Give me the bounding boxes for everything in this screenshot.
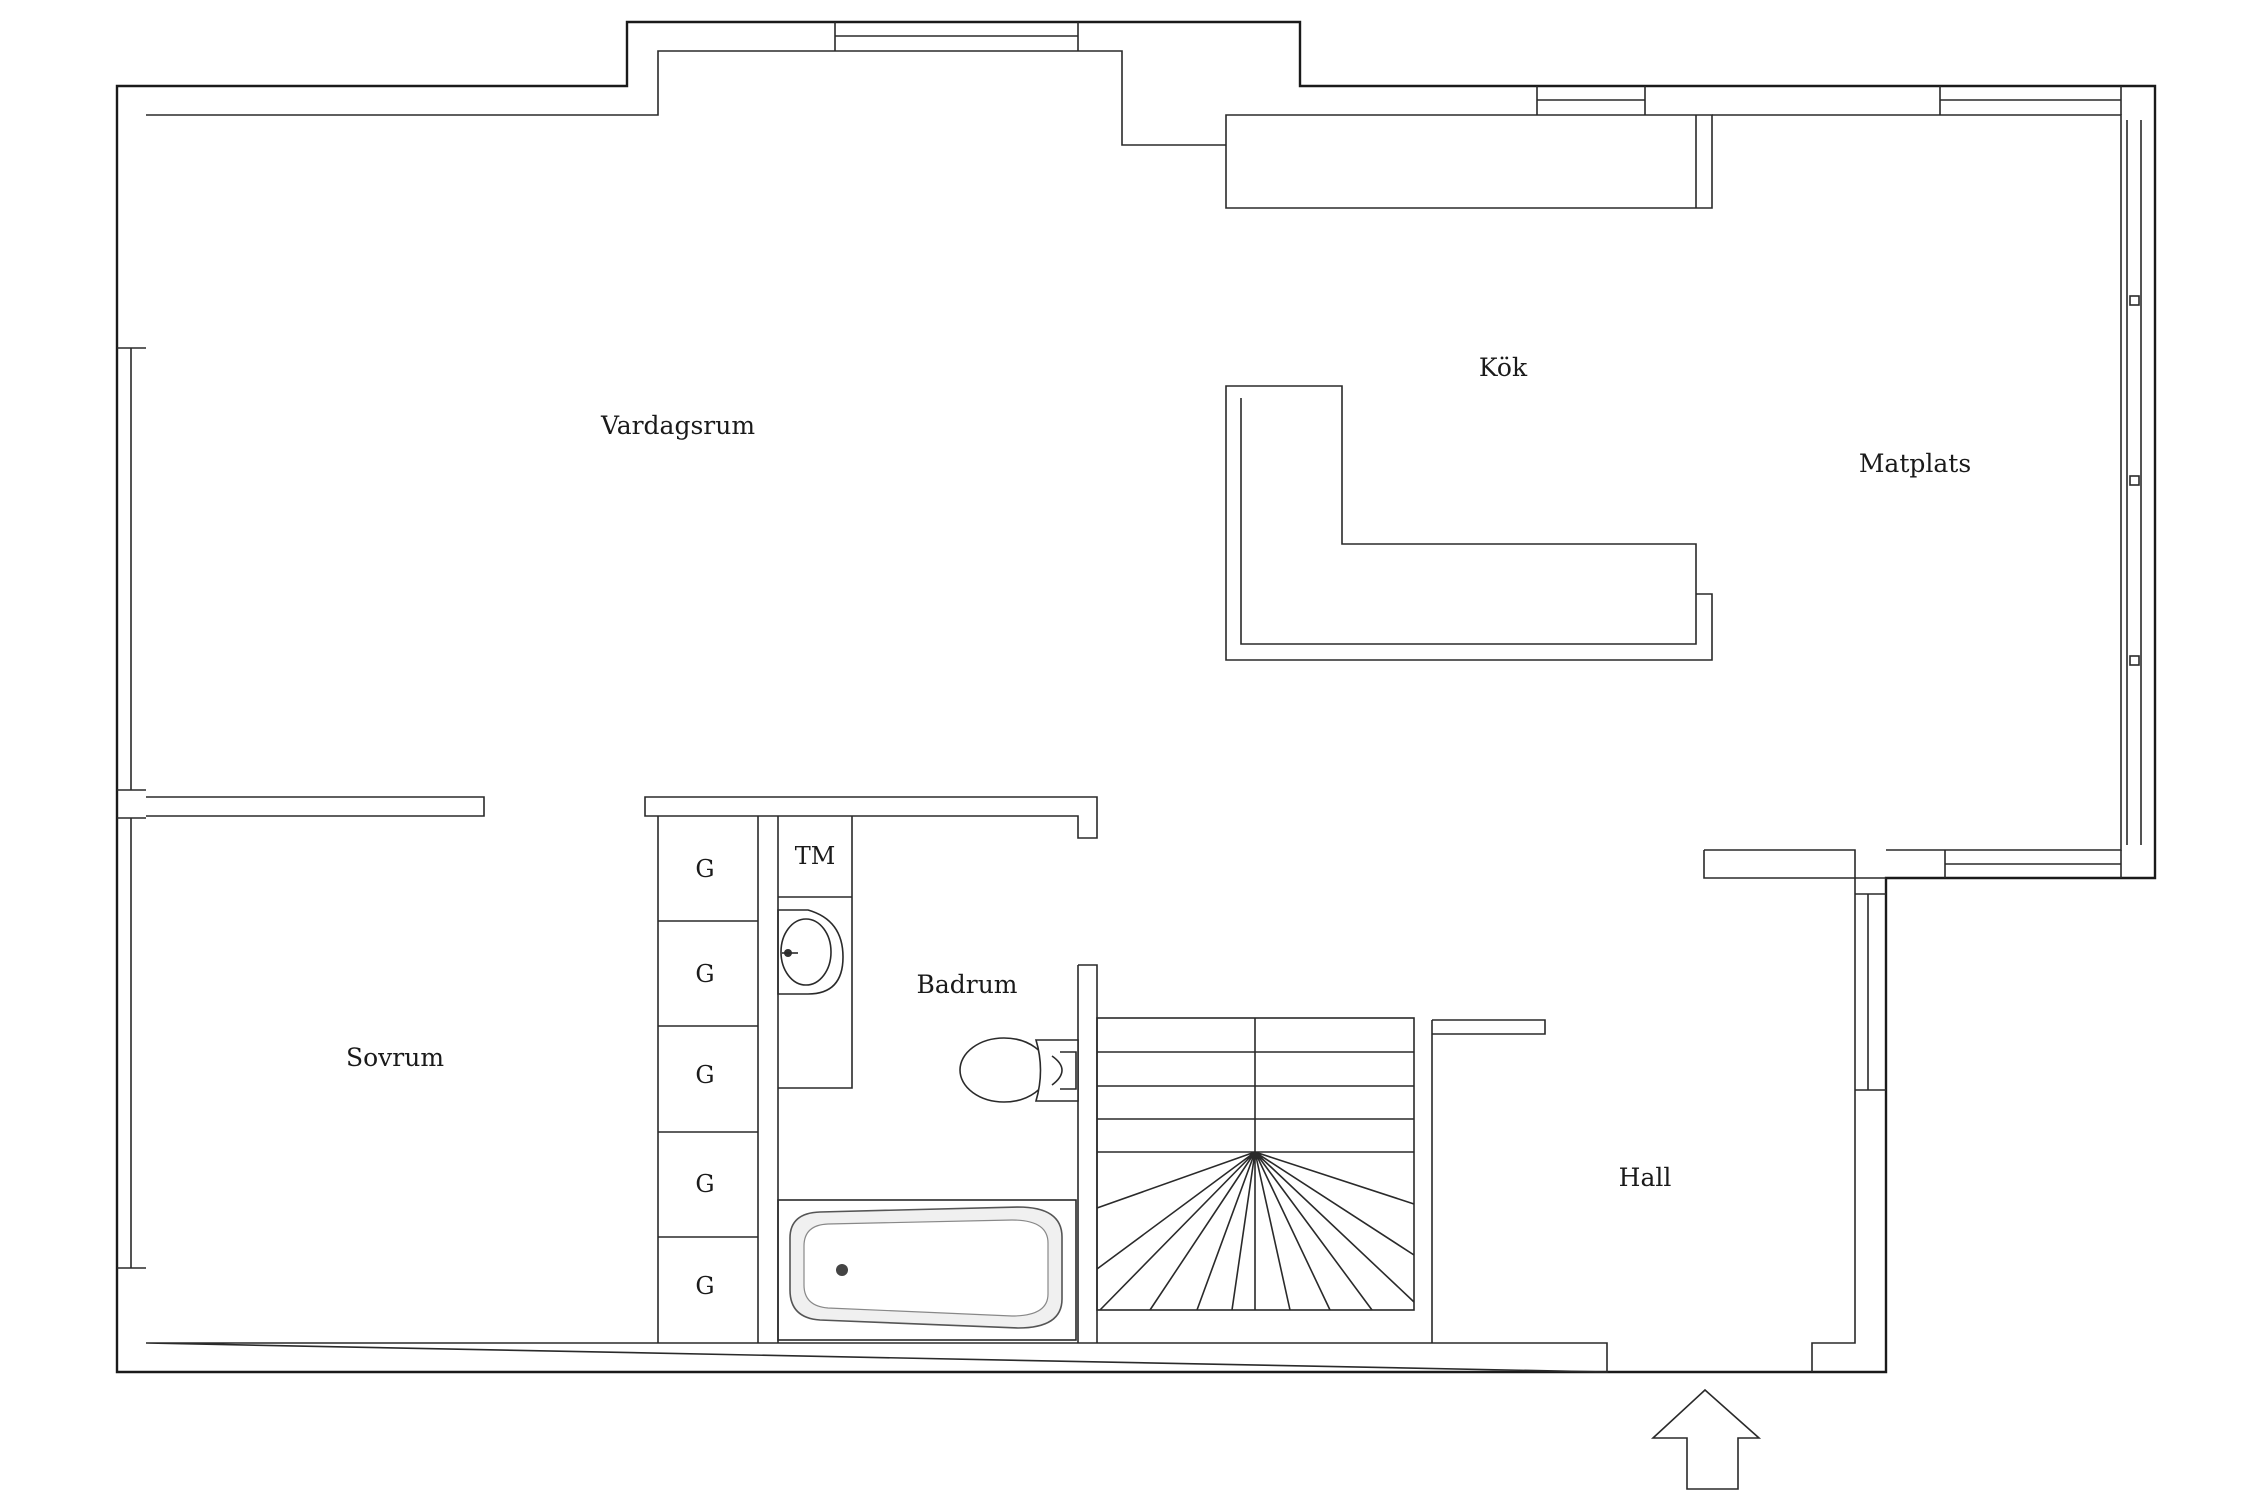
room-label-hall: Hall xyxy=(1619,1163,1672,1192)
staircase xyxy=(1096,1017,1415,1311)
wardrobes xyxy=(657,816,759,1343)
wardrobe-label: G xyxy=(695,855,714,883)
room-label-matplats: Matplats xyxy=(1859,449,1971,478)
inner-wall-outline xyxy=(145,50,2122,1373)
entrance-arrow-icon xyxy=(1650,1388,1762,1490)
bathroom-fixtures xyxy=(777,816,1079,1343)
wardrobe-label: G xyxy=(695,1170,714,1198)
kitchen-upper-counter xyxy=(1225,114,1713,209)
room-label-vardagsrum: Vardagsrum xyxy=(600,411,755,440)
room-label-badrum: Badrum xyxy=(916,970,1017,999)
room-label-kok: Kök xyxy=(1479,353,1528,382)
bathtub-icon xyxy=(777,1199,1077,1341)
kitchen-island xyxy=(1225,385,1713,661)
sink-icon xyxy=(777,909,844,995)
interior-walls xyxy=(146,796,1886,1343)
outer-wall-outline xyxy=(115,20,2157,1374)
wardrobe-label: G xyxy=(695,1272,714,1300)
toilet-icon xyxy=(959,1037,1079,1103)
washing-machine-label: TM xyxy=(795,842,836,870)
room-label-sovrum: Sovrum xyxy=(346,1043,444,1072)
windows xyxy=(117,22,2142,1269)
wardrobe-label: G xyxy=(695,960,714,988)
wardrobe-label: G xyxy=(695,1061,714,1089)
